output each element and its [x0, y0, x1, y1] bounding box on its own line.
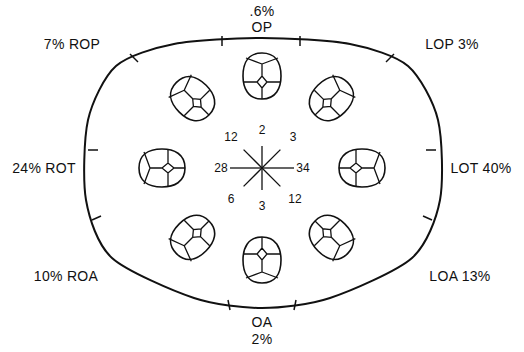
fetal-head	[163, 69, 222, 128]
fetal-head	[139, 149, 185, 187]
fetal-head	[243, 53, 281, 99]
sector-tick	[221, 36, 223, 46]
spoke-line	[262, 168, 280, 186]
position-label: LOP 3%	[425, 37, 479, 51]
sector-tick	[426, 149, 436, 151]
fetal-head	[302, 208, 361, 267]
sector-tick	[130, 54, 138, 62]
position-label: LOA 13%	[429, 269, 490, 283]
spoke-line	[244, 150, 262, 168]
count-number: 12	[223, 131, 238, 143]
sector-tick	[423, 216, 432, 220]
spoke-line	[261, 168, 262, 190]
position-label: LOT 40%	[451, 161, 512, 175]
position-label: OA	[252, 315, 273, 329]
count-number: 2	[258, 124, 267, 136]
position-label: .6%	[249, 4, 274, 18]
fetal-head	[163, 208, 222, 267]
spoke-line	[244, 168, 262, 186]
fetal-head	[243, 237, 281, 283]
fetal-head	[302, 69, 361, 128]
sector-tick	[386, 54, 394, 62]
fetal-head	[339, 149, 385, 187]
sector-tick	[88, 149, 98, 151]
position-label: 24% ROT	[12, 161, 76, 175]
position-label: OP	[252, 20, 273, 34]
count-number: 3	[289, 131, 298, 143]
sector-tick	[299, 36, 301, 46]
count-number: 34	[295, 162, 310, 174]
count-number: 28	[213, 162, 228, 174]
count-number: 3	[258, 200, 267, 212]
sector-tick	[228, 300, 230, 310]
spoke-line	[230, 167, 262, 168]
spoke-line	[261, 146, 262, 168]
pelvis-outline	[84, 38, 442, 308]
sector-tick	[92, 216, 101, 220]
sector-tick	[294, 300, 296, 310]
position-label: 2%	[252, 332, 273, 346]
spoke-line	[262, 150, 280, 168]
count-number: 12	[287, 193, 302, 205]
spoke-line	[262, 167, 294, 168]
count-number: 6	[227, 193, 236, 205]
position-label: 7% ROP	[44, 37, 100, 51]
position-label: 10% ROA	[34, 269, 98, 283]
